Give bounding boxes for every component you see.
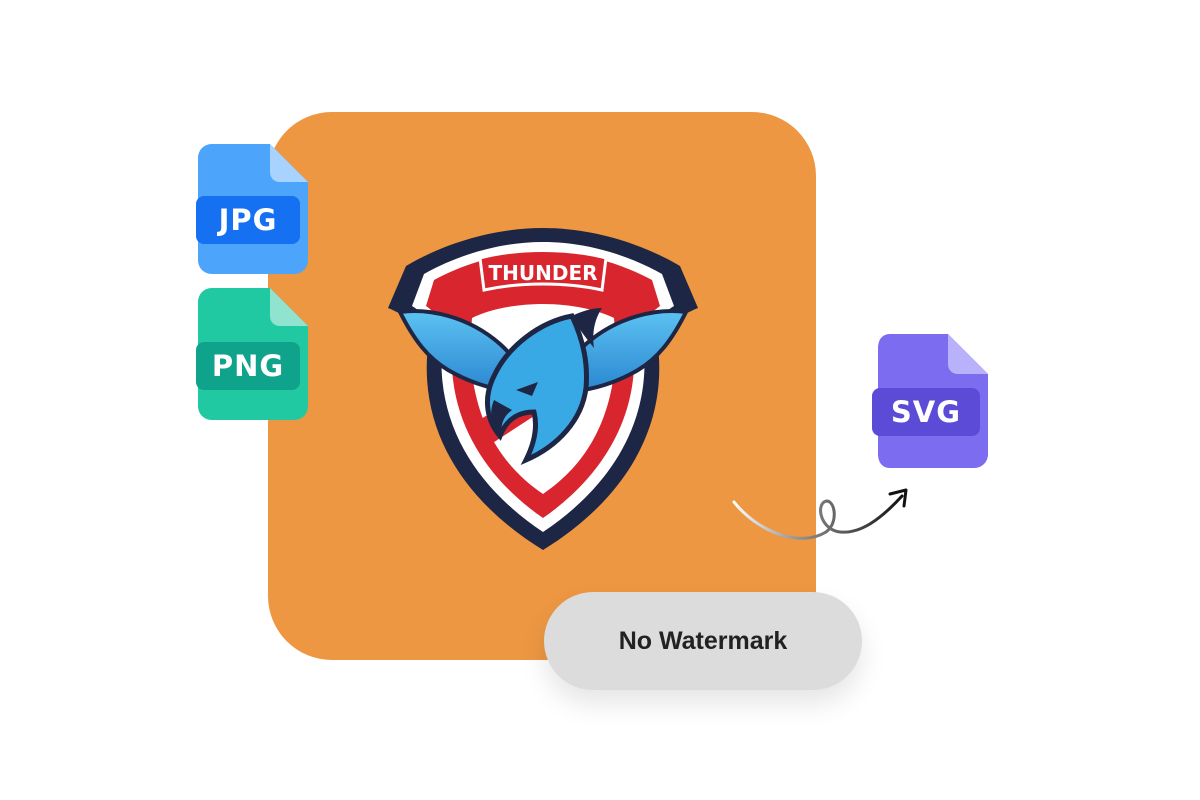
no-watermark-label: No Watermark (618, 626, 788, 655)
eagle-beak (491, 400, 512, 436)
png-file-icon: PNG (196, 288, 308, 420)
svg-label: SVG (890, 395, 962, 429)
png-label: PNG (211, 349, 285, 383)
jpg-file-icon: JPG (196, 144, 308, 274)
logo-banner-text: THUNDER (488, 261, 597, 285)
jpg-label: JPG (218, 203, 278, 237)
logo-banner (478, 249, 608, 292)
eagle-head (485, 313, 589, 466)
no-watermark-badge: No Watermark (544, 592, 862, 690)
eagle-crest (572, 308, 602, 348)
thunder-logo: THUNDER (388, 228, 698, 550)
eagle-eye (516, 382, 538, 396)
curly-arrow-icon (732, 488, 908, 540)
svg-file-icon: SVG (872, 334, 988, 468)
